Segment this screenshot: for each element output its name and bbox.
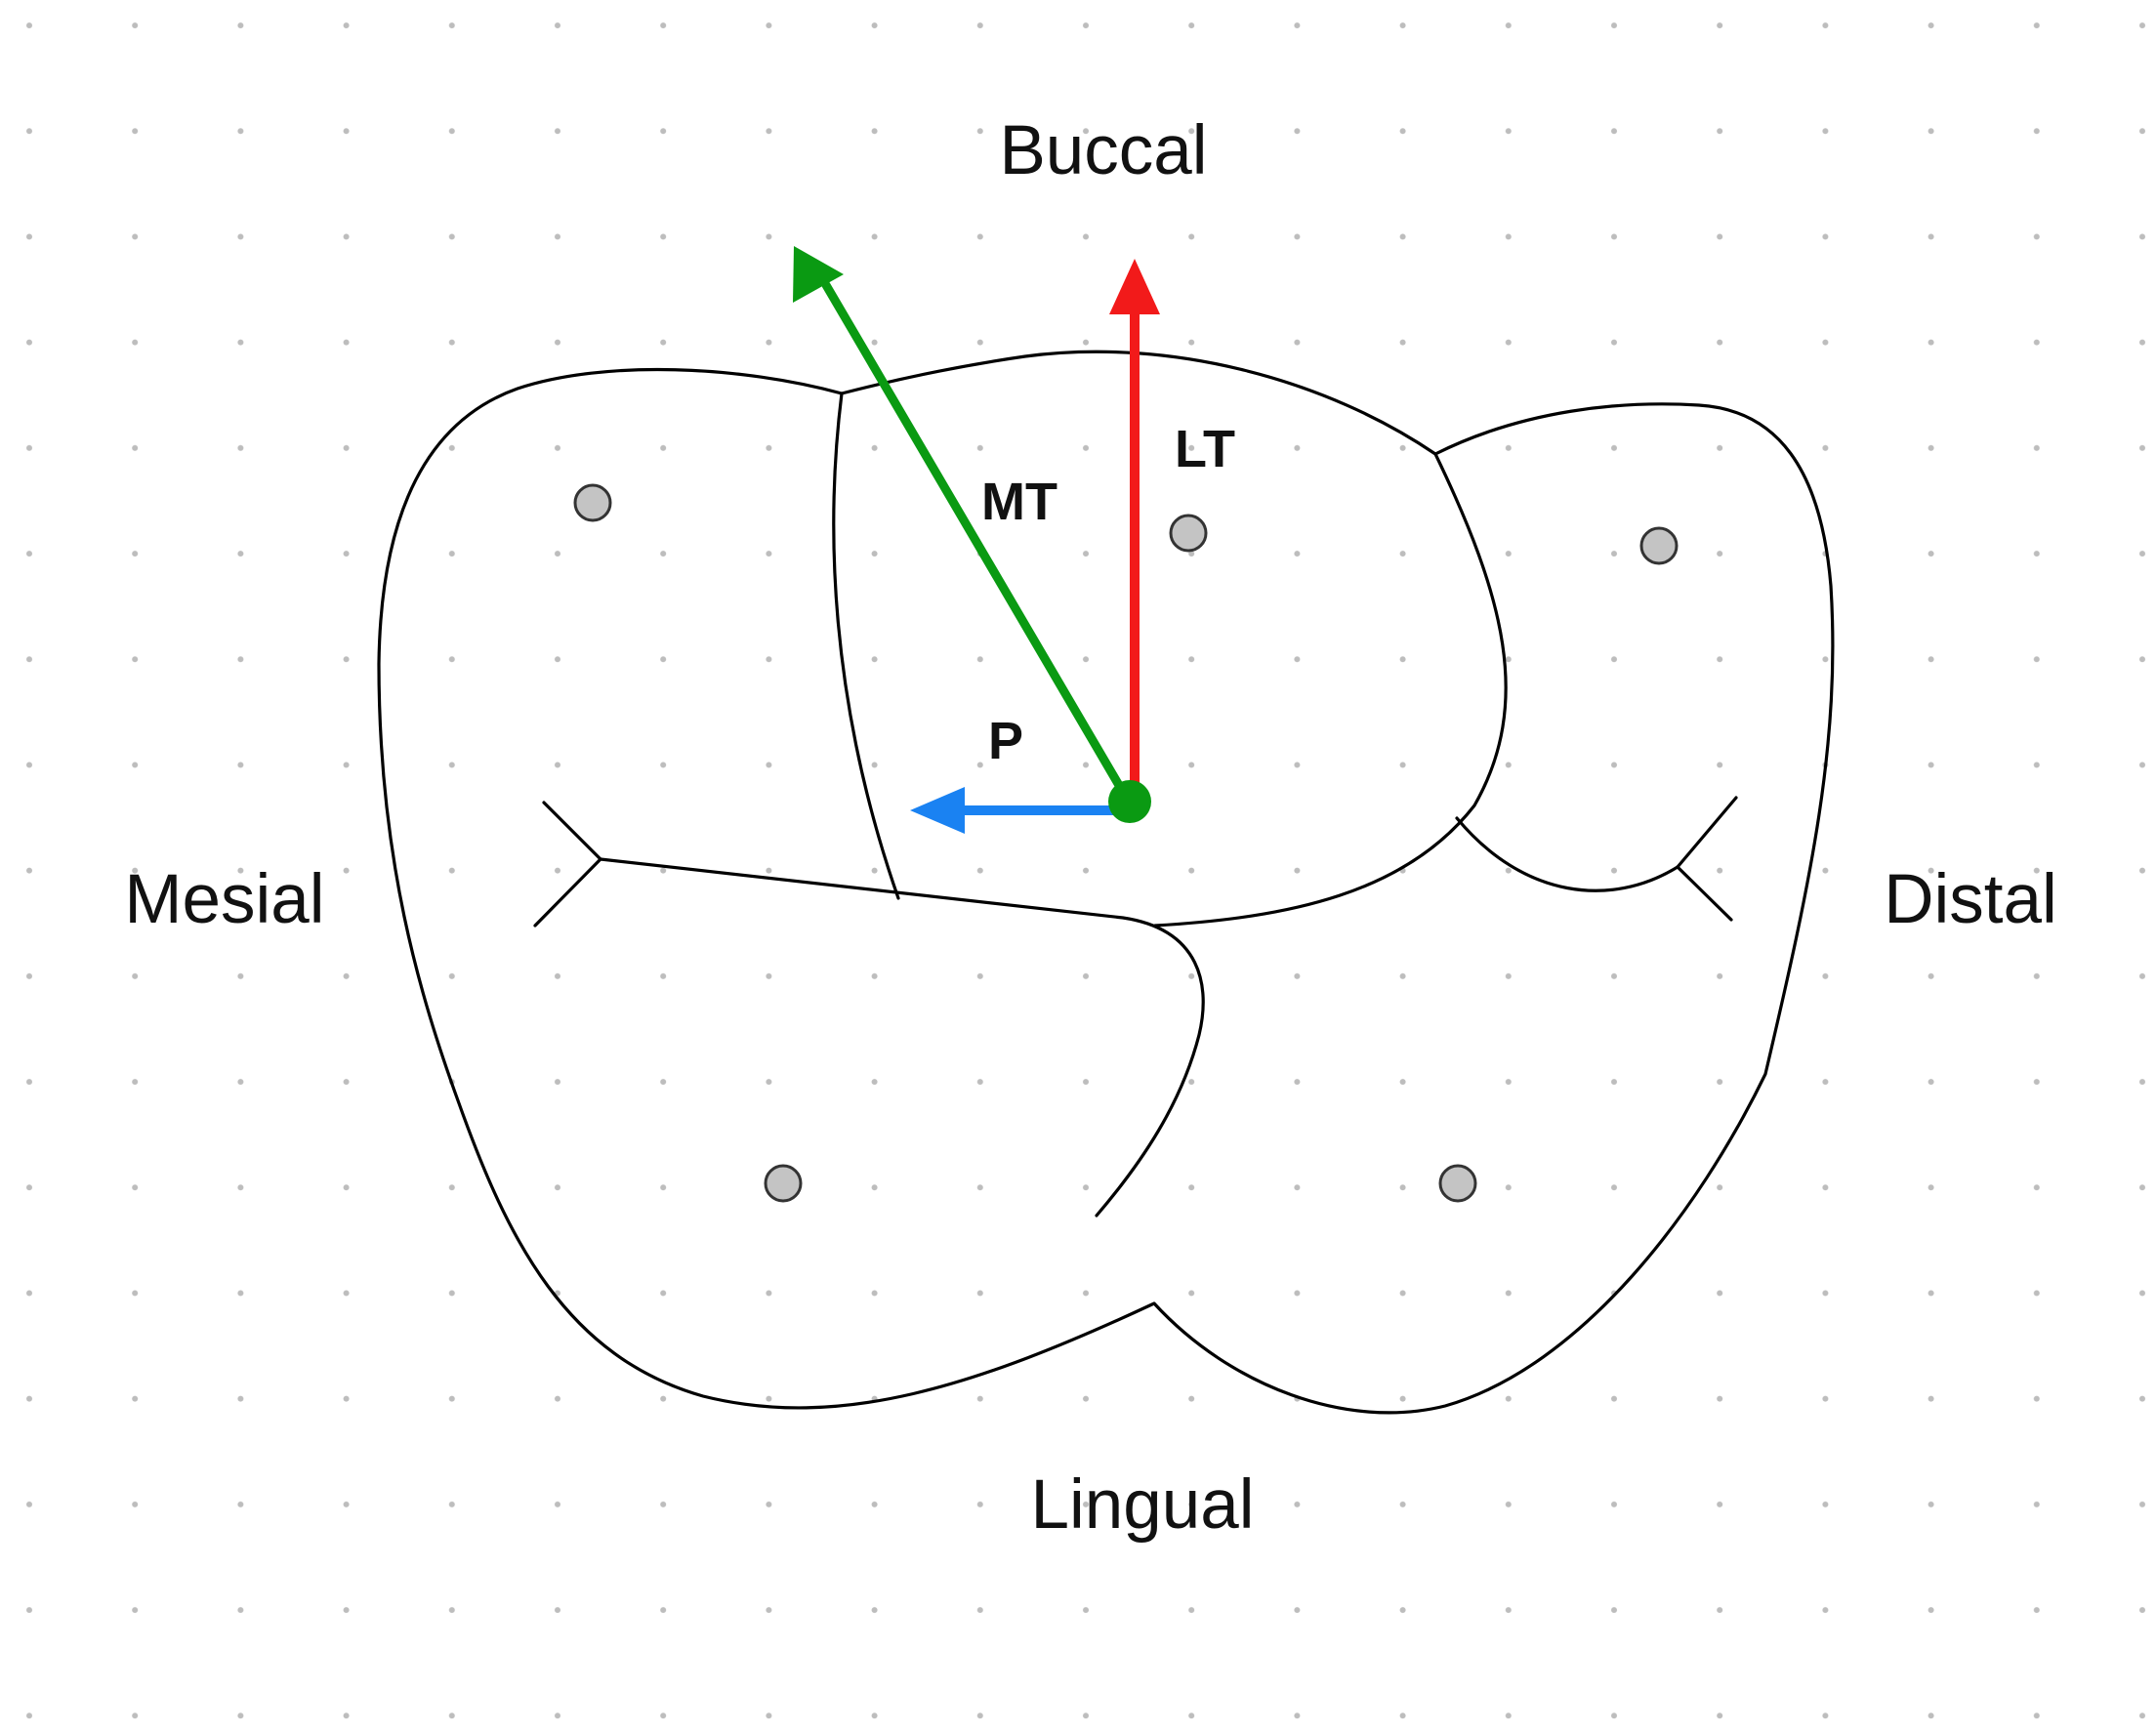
cusp-tip-distolingual: [1438, 1164, 1477, 1203]
tooth-outline: [377, 350, 1835, 1415]
fissure-distal-pit: [1455, 816, 1679, 892]
lt-vector-arrowhead: [1109, 259, 1160, 314]
buccal-label: Buccal: [999, 112, 1207, 189]
cusp-tips: [573, 483, 1679, 1203]
mesial-label: Mesial: [124, 861, 324, 938]
tooth-outer-contour: [377, 350, 1835, 1415]
mt-vector-arrowhead: [793, 246, 844, 303]
p-vector-label: P: [988, 712, 1023, 770]
cusp-tip-buccal: [1169, 514, 1208, 553]
p-vector-arrowhead: [910, 787, 965, 834]
vectors: [793, 246, 1160, 834]
fissure-mesial-branch-upper: [542, 801, 602, 861]
fissure-distobuccal: [1153, 452, 1508, 928]
force-origin-point: [1108, 780, 1151, 823]
fissure-distal-branch-upper: [1676, 796, 1738, 869]
fissure-buccal-mesial: [832, 392, 900, 900]
cusp-tip-mesiolingual: [764, 1164, 803, 1203]
mt-vector-shaft: [821, 280, 1132, 804]
fissure-distal-branch-lower: [1676, 865, 1733, 922]
lingual-label: Lingual: [1031, 1466, 1255, 1544]
distal-label: Distal: [1884, 861, 2057, 938]
cusp-tip-mesiobuccal: [573, 483, 612, 522]
mt-vector-label: MT: [981, 473, 1057, 531]
fissure-central-lingual: [599, 857, 1205, 1217]
lt-vector-label: LT: [1175, 420, 1235, 478]
cusp-tip-distobuccal: [1639, 526, 1679, 565]
fissure-mesial-branch-lower: [533, 857, 602, 928]
